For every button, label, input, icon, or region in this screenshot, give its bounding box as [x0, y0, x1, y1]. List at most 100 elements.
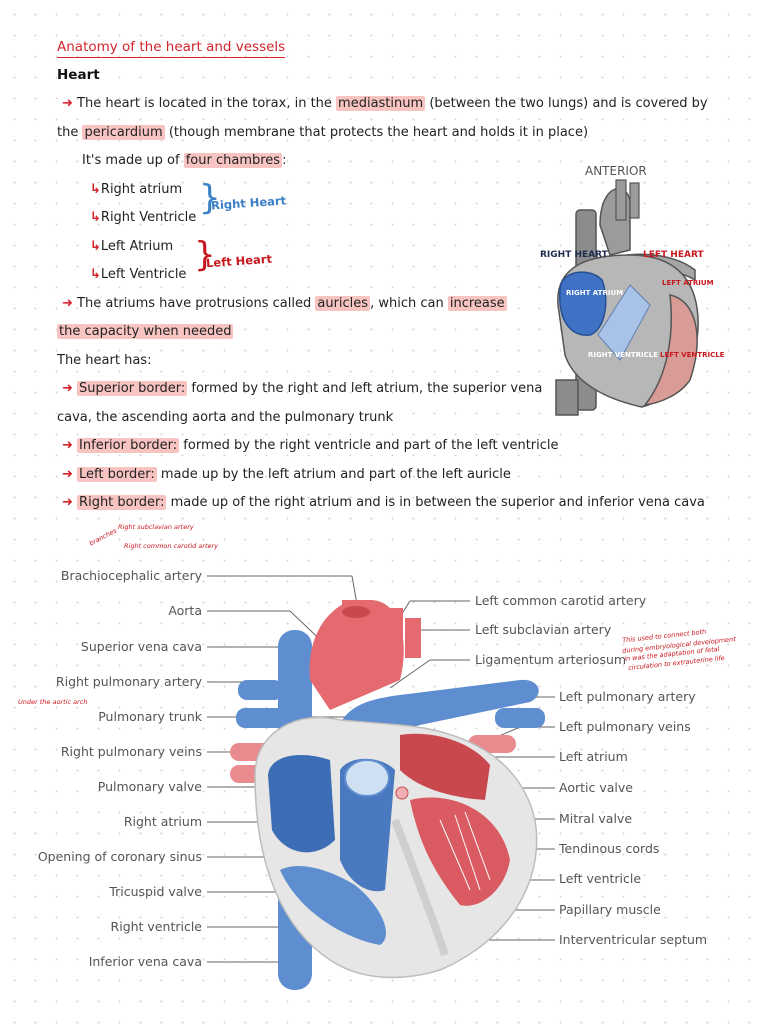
highlight-four-chambres: four chambres: [183, 153, 283, 168]
arrow-icon: ➜: [62, 96, 73, 111]
left-subclavian-shape: [405, 618, 421, 658]
highlight-left-border: Left border:: [77, 467, 157, 482]
left-ventricle-chamber-shape: [410, 797, 510, 906]
label-left-ventricle: Left ventricle: [559, 871, 642, 886]
label-left-subclavian-artery: Left subclavian artery: [475, 622, 612, 637]
aortic-valve-shape: [395, 786, 409, 800]
aortic-arch-shape: [309, 600, 404, 710]
brace-left-heart: }: [194, 235, 216, 275]
paragraph-location-cont: the pericardium (though membrane that pr…: [57, 124, 588, 142]
chamber-item: ↳Left Atrium: [90, 238, 173, 256]
text-run: the: [57, 125, 79, 140]
pulmonary-trunk-shape: [335, 679, 539, 780]
right-heart-label: RIGHT HEART: [540, 250, 609, 260]
border-superior: ➜ Superior border: formed by the right a…: [62, 380, 542, 398]
text-run: , which can: [370, 296, 444, 311]
highlight-inferior-border: Inferior border:: [77, 438, 180, 453]
paragraph-auricles-cont: the capacity when needed: [57, 323, 234, 341]
label-aortic-valve: Aortic valve: [559, 780, 633, 795]
chamber-label: Left Atrium: [100, 239, 174, 254]
left-atrium-label: LEFT ATRIUM: [662, 279, 714, 287]
left-pulmonary-artery-lower-shape: [495, 708, 545, 728]
text-run: :: [282, 153, 287, 168]
text-run: (though membrane that protects the heart…: [168, 125, 589, 140]
arrow-icon: ➜: [62, 381, 73, 396]
right-pulmonary-artery-shape: [238, 680, 283, 700]
border-superior-cont: cava, the ascending aorta and the pulmon…: [57, 410, 394, 425]
left-carotid-shape: [385, 608, 403, 653]
label-papillary-muscle: Papillary muscle: [559, 902, 661, 917]
label-ligamentum-arteriosum: Ligamentum arteriosum: [475, 652, 627, 667]
hook-arrow-icon: ↳: [90, 239, 101, 254]
label-aorta: Aorta: [168, 603, 202, 618]
label-superior-vena-cava: Superior vena cava: [80, 639, 202, 654]
label-inferior-vena-cava: Inferior vena cava: [88, 954, 202, 969]
text-run: formed by the right ventricle and part o…: [183, 438, 559, 453]
chamber-item: ↳Left Ventricle: [90, 266, 186, 284]
arrow-icon: ➜: [62, 467, 73, 482]
label-interventricular-septum: Interventricular septum: [559, 932, 708, 947]
label-left-common-carotid-artery: Left common carotid artery: [475, 593, 647, 608]
anterior-heart-figure: ANTERIOR RIGHT HEART LEFT HEART RIGHT AT…: [540, 164, 725, 416]
arrow-icon: ➜: [62, 296, 73, 311]
label-pulmonary-trunk: Pulmonary trunk: [98, 709, 202, 724]
label-brachiocephalic-artery: Brachiocephalic artery: [60, 568, 202, 583]
text-run: The atriums have protrusions called: [77, 296, 312, 311]
brachiocephalic-opening-shape: [342, 606, 370, 618]
label-left-pulmonary-artery: Left pulmonary artery: [559, 689, 696, 704]
text-run: made up by the left atrium and part of t…: [160, 467, 511, 482]
right-ventricle-shape: [597, 284, 651, 361]
highlight-capacity: the capacity when needed: [57, 324, 234, 339]
right-atrium-chamber-shape: [268, 755, 335, 853]
artery-branch-shape: [629, 182, 640, 219]
left-ventricle-label: LEFT VENTRICLE: [660, 351, 725, 359]
tendinous-cords-shape: [439, 811, 491, 891]
note-branches: branches: [87, 526, 119, 548]
paragraph-auricles: ➜ The atriums have protrusions called au…: [62, 295, 507, 313]
inferior-vena-cava-shape: [555, 379, 579, 416]
label-tendinous-cords: Tendinous cords: [559, 841, 660, 856]
paragraph-chambers: It's made up of four chambres:: [82, 152, 286, 170]
left-atrium-chamber-shape: [400, 733, 490, 800]
text-run: It's made up of: [82, 153, 180, 168]
text-run: formed by the right and left atrium, the…: [191, 381, 543, 396]
note-under-aortic-arch: Under the aortic arch: [18, 698, 88, 706]
right-pulmonary-artery-lower-shape: [236, 708, 286, 728]
label-pulmonary-valve: Pulmonary valve: [97, 779, 202, 794]
note-carotid: Right common carotid artery: [124, 542, 219, 550]
left-ventricle-shape: [643, 294, 698, 406]
highlight-pericardium: pericardium: [82, 125, 165, 140]
chamber-label: Right Ventricle: [100, 210, 197, 225]
right-atrium-label: RIGHT ATRIUM: [566, 289, 623, 297]
label-opening-coronary-sinus: Opening of coronary sinus: [37, 849, 202, 864]
label-left-atrium: Left atrium: [559, 749, 628, 764]
label-right-atrium: Right atrium: [123, 814, 202, 829]
border-inferior: ➜ Inferior border: formed by the right v…: [62, 437, 559, 455]
hook-arrow-icon: ↳: [90, 182, 101, 197]
highlight-superior-border: Superior border:: [77, 381, 188, 396]
right-atrium-shape: [559, 271, 607, 336]
arrow-icon: ➜: [62, 495, 73, 510]
hook-arrow-icon: ↳: [90, 267, 101, 282]
highlight-increase: increase: [447, 296, 507, 311]
text-run: (between the two lungs) and is covered b…: [429, 96, 708, 111]
label-tricuspid-valve: Tricuspid valve: [109, 884, 202, 899]
label-right-pulmonary-artery: Right pulmonary artery: [55, 674, 202, 689]
pulmonary-valve-shape: [344, 759, 390, 797]
page-title: Anatomy of the heart and vessels: [57, 38, 286, 58]
label-right-ventricle: Right ventricle: [110, 919, 202, 934]
right-ventricle-label: RIGHT VENTRICLE: [588, 351, 658, 359]
label-right-pulmonary-veins: Right pulmonary veins: [60, 744, 202, 759]
anterior-label: ANTERIOR: [585, 164, 647, 178]
chamber-label: Left Ventricle: [100, 267, 187, 282]
right-ventricle-chamber-shape: [280, 865, 386, 945]
text-run: The heart is located in the torax, in th…: [77, 96, 332, 111]
section-heading: Heart: [57, 67, 100, 83]
hook-arrow-icon: ↳: [90, 210, 101, 225]
border-right: ➜ Right border: made up of the right atr…: [62, 494, 705, 512]
highlight-mediastinum: mediastinum: [336, 96, 426, 111]
heart-diagram: [207, 575, 555, 990]
artery-branch-shape: [615, 179, 627, 221]
highlight-auricles: auricles: [315, 296, 371, 311]
highlight-right-border: Right border:: [77, 495, 167, 510]
